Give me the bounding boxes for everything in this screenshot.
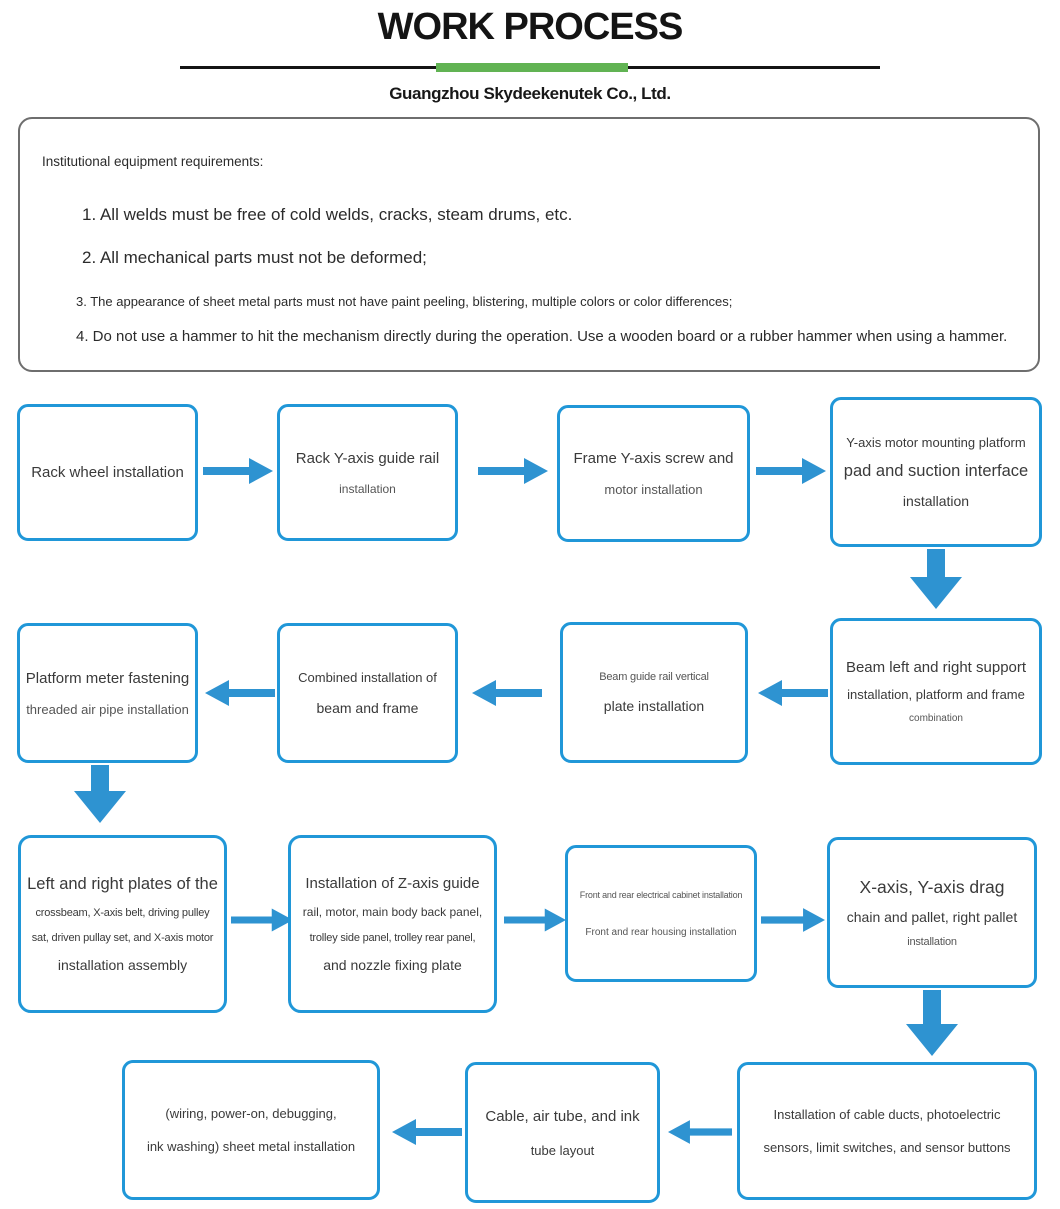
- step-label: rail, motor, main body back panel,: [302, 905, 483, 919]
- requirement-item-4: 4. Do not use a hammer to hit the mechan…: [76, 328, 1008, 345]
- requirement-item-3: 3. The appearance of sheet metal parts m…: [76, 294, 733, 309]
- step-label: (wiring, power-on, debugging,: [165, 1106, 337, 1121]
- step-label: chain and pallet, right pallet: [846, 909, 1018, 925]
- company-name: Guangzhou Skydeekenutek Co., Ltd.: [389, 84, 671, 103]
- flow-step-crossbeam-plates-assembly: Left and right plates of the crossbeam, …: [18, 835, 227, 1013]
- step-label: Rack Y-axis guide rail: [295, 449, 440, 467]
- page-title: WORK PROCESS: [377, 6, 684, 48]
- step-label: Rack wheel installation: [31, 464, 184, 481]
- step-label: and nozzle fixing plate: [323, 957, 462, 973]
- step-label: Platform meter fastening: [25, 669, 190, 687]
- requirements-panel: Institutional equipment requirements: 1.…: [18, 117, 1040, 372]
- requirement-item-2: 2. All mechanical parts must not be defo…: [82, 248, 427, 267]
- step-label: combination: [909, 713, 963, 724]
- step-label: Front and rear housing installation: [585, 926, 737, 938]
- step-label: Combined installation of: [298, 670, 437, 685]
- flow-step-platform-meter-fastening: Platform meter fastening threaded air pi…: [17, 623, 198, 763]
- step-label: Installation of cable ducts, photoelectr…: [773, 1107, 1001, 1122]
- flow-step-beam-guide-rail-vertical-plate: Beam guide rail vertical plate installat…: [560, 622, 748, 763]
- arrow-left-icon: [668, 1120, 732, 1144]
- step-label: trolley side panel, trolley rear panel,: [309, 932, 476, 944]
- step-label: Cable, air tube, and ink: [485, 1107, 640, 1125]
- step-label: Front and rear electrical cabinet instal…: [579, 889, 743, 900]
- requirement-item-1: 1. All welds must be free of cold welds,…: [82, 205, 573, 224]
- flow-step-cable-ducts-sensors: Installation of cable ducts, photoelectr…: [737, 1062, 1037, 1200]
- step-label: Installation of Z-axis guide: [305, 875, 480, 892]
- flow-step-electrical-cabinet-housing: Front and rear electrical cabinet instal…: [565, 845, 757, 982]
- arrow-down-icon: [910, 549, 962, 609]
- flow-step-y-axis-motor-platform-pad: Y-axis motor mounting platform pad and s…: [830, 397, 1042, 547]
- step-label: installation, platform and frame: [847, 687, 1025, 702]
- step-label: Frame Y-axis screw and: [573, 450, 734, 467]
- step-label: Left and right plates of the: [27, 875, 218, 893]
- step-label: installation: [339, 481, 396, 496]
- step-label: sat, driven pullay set, and X-axis motor: [31, 932, 214, 944]
- step-label: Beam left and right support: [845, 659, 1027, 676]
- flow-step-combined-beam-frame: Combined installation of beam and frame: [277, 623, 458, 763]
- step-label: beam and frame: [316, 700, 419, 716]
- arrow-right-icon: [761, 908, 825, 932]
- step-label: installation: [902, 493, 970, 509]
- step-label: X-axis, Y-axis drag: [859, 877, 1005, 897]
- step-label: plate installation: [603, 698, 705, 714]
- arrow-right-icon: [231, 908, 293, 932]
- step-label: installation assembly: [57, 957, 188, 973]
- title-divider: [180, 63, 880, 72]
- arrow-right-icon: [756, 458, 826, 484]
- arrow-left-icon: [392, 1119, 462, 1145]
- arrow-right-icon: [203, 458, 273, 484]
- arrow-left-icon: [472, 680, 542, 706]
- step-label: threaded air pipe installation: [26, 701, 189, 717]
- flow-step-cable-air-ink-tube-layout: Cable, air tube, and ink tube layout: [465, 1062, 660, 1203]
- step-label: Y-axis motor mounting platform: [846, 435, 1026, 450]
- step-label: tube layout: [530, 1142, 595, 1158]
- arrow-right-icon: [504, 908, 566, 932]
- step-label: pad and suction interface: [843, 462, 1029, 480]
- step-label: crossbeam, X-axis belt, driving pulley: [35, 907, 210, 919]
- flow-step-drag-chain-pallet: X-axis, Y-axis drag chain and pallet, ri…: [827, 837, 1037, 988]
- flow-step-z-axis-guide-installation: Installation of Z-axis guide rail, motor…: [288, 835, 497, 1013]
- requirements-heading: Institutional equipment requirements:: [42, 154, 264, 169]
- flow-step-rack-y-axis-guide-rail: Rack Y-axis guide rail installation: [277, 404, 458, 541]
- arrow-down-icon: [74, 765, 126, 823]
- flow-step-beam-left-right-support: Beam left and right support installation…: [830, 618, 1042, 765]
- arrow-right-icon: [478, 458, 548, 484]
- step-label: motor installation: [604, 482, 703, 497]
- arrow-down-icon: [906, 990, 958, 1056]
- arrow-left-icon: [205, 680, 275, 706]
- arrow-left-icon: [758, 680, 828, 706]
- divider-green-accent: [436, 63, 628, 72]
- flow-step-wiring-debugging-sheet-metal: (wiring, power-on, debugging, ink washin…: [122, 1060, 380, 1200]
- flow-step-rack-wheel-installation: Rack wheel installation: [17, 404, 198, 541]
- step-label: sensors, limit switches, and sensor butt…: [763, 1140, 1011, 1155]
- step-label: Beam guide rail vertical: [599, 671, 709, 683]
- step-label: installation: [907, 936, 957, 948]
- step-label: ink washing) sheet metal installation: [146, 1139, 356, 1154]
- flow-step-frame-y-axis-screw-motor: Frame Y-axis screw and motor installatio…: [557, 405, 750, 542]
